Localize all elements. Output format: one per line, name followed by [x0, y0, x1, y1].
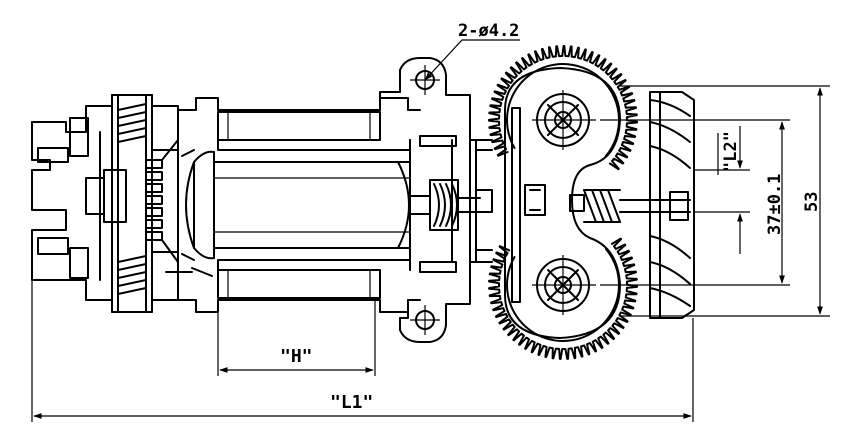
output-shaft-spring — [569, 189, 691, 223]
dimension-53-label: 53 — [802, 192, 822, 212]
dimension-37-label: 37±0.1 — [765, 174, 785, 235]
shaft-and-worm — [409, 135, 481, 273]
dimension-h-label: "H" — [280, 346, 313, 367]
gear-rim — [506, 248, 620, 342]
hole-callout-label: 2-ø4.2 — [458, 21, 519, 41]
gear-top — [488, 45, 638, 171]
gear-housing-outline — [504, 67, 621, 339]
gear-hub-top — [532, 90, 596, 150]
stator-housing — [165, 97, 421, 313]
mounting-hole-bottom — [410, 305, 440, 335]
fan-impeller — [649, 91, 695, 319]
dimension-37: 37±0.1 — [600, 119, 790, 286]
dimension-h: "H" — [217, 300, 376, 376]
gear-teeth — [488, 237, 638, 360]
gear-rim — [506, 63, 620, 157]
gear-bottom — [488, 237, 638, 360]
dimension-l1: "L1" — [31, 280, 694, 422]
mounting-flange — [379, 57, 493, 343]
dimension-l1-label: "L1" — [330, 392, 373, 413]
gear-hub-bottom — [532, 255, 596, 315]
brush-holder-assembly — [31, 94, 179, 313]
dimension-l2-label: "L2" — [721, 131, 741, 172]
gear-teeth — [488, 45, 638, 171]
dimension-l2: "L2" — [694, 126, 750, 254]
dimension-53: 53 — [620, 85, 830, 317]
hole-callout: 2-ø4.2 — [424, 21, 520, 81]
